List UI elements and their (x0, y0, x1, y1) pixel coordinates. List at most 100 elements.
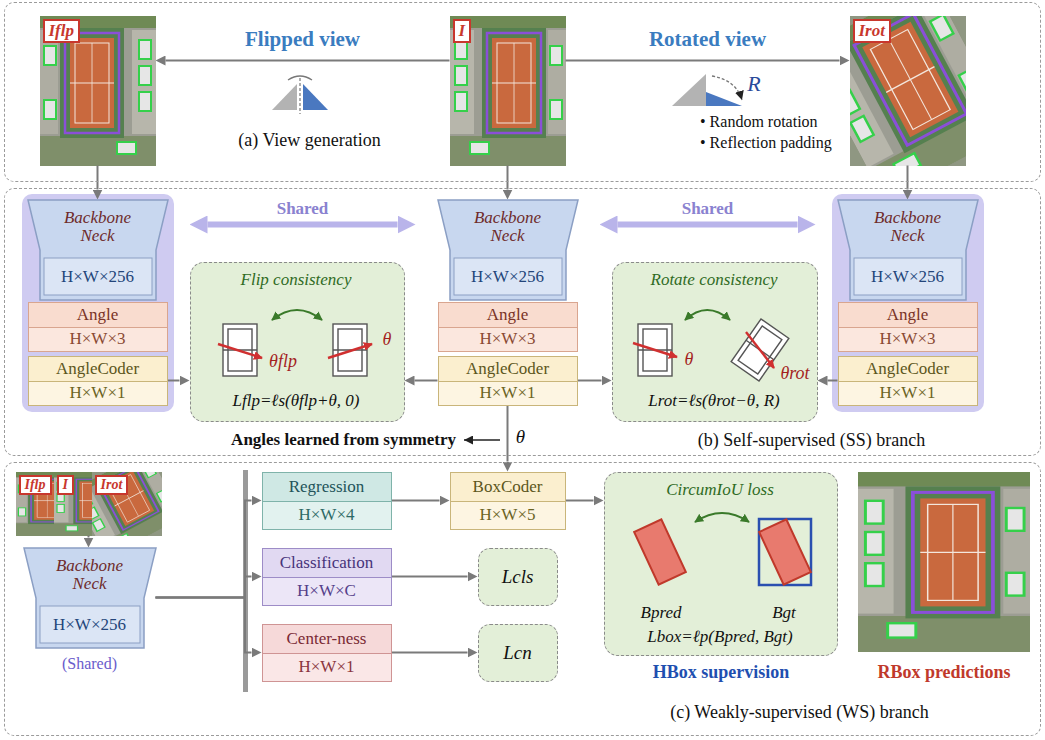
court-icon (223, 349, 257, 350)
backbone-outline (24, 548, 156, 648)
loss-formula: Lflp=ℓs(θflp+θ, 0) (232, 391, 359, 411)
box-shapes (634, 519, 686, 584)
image-tag: Irot (95, 475, 129, 496)
loss-name: Lcls (502, 566, 534, 588)
consistency-arrow (685, 310, 730, 320)
backbone-outline (838, 200, 978, 300)
box-title: Flip consistency (241, 270, 352, 290)
rotate-icon (672, 74, 706, 106)
image-frame: I (450, 16, 566, 166)
flow-arrow (88, 536, 90, 538)
note-text: • Reflection padding (700, 134, 832, 152)
symbol-label: Bgt (772, 603, 796, 623)
flip-icon (288, 76, 312, 80)
image-frame: Iflp (40, 16, 156, 166)
block-name: Backbone Neck (462, 200, 554, 255)
court-icon (333, 324, 367, 376)
block-name: AngleCoder (466, 357, 549, 381)
court-icon (638, 324, 672, 376)
flow-arrow (392, 652, 468, 654)
tensor-shape: H×W×1 (480, 381, 536, 405)
court-icon (746, 340, 774, 360)
feature-block: RegressionH×W×4 (262, 472, 392, 530)
backbone-outline (28, 200, 168, 300)
aerial-image (92, 472, 162, 536)
image-tag: Irot (853, 19, 891, 43)
angle-arrow (218, 344, 262, 358)
tensor-shape: H×W×3 (70, 327, 126, 351)
panel-caption: (a) View generation (238, 129, 381, 150)
flow-arrow (507, 166, 509, 190)
panel-region: (c) Weakly-supervised (WS) branchIflpIIr… (4, 462, 1041, 736)
tensor-shape: H×W×256 (871, 255, 944, 300)
flow-arrow (392, 500, 440, 502)
panel-region: (b) Self-supervised (SS) branch Backbone … (4, 188, 1041, 456)
image-tag: I (453, 19, 472, 43)
feature-block: AngleCoderH×W×1 (838, 356, 978, 406)
angle-arrow (746, 332, 774, 368)
flow-arrow (507, 406, 509, 462)
feature-block: AngleCoderH×W×1 (438, 356, 578, 406)
loss-box: Lcn (478, 624, 558, 682)
flip-icon (272, 76, 328, 114)
angle-arrow (633, 343, 677, 357)
symbol-label: Bpred (641, 603, 682, 623)
angle-arrow (328, 344, 372, 358)
box-shapes (759, 519, 811, 584)
flow-arrow (566, 500, 594, 502)
block-name: Center-ness (287, 625, 367, 653)
aerial-image (850, 16, 966, 166)
loss-formula: Lrot=ℓs(θrot−θ, R) (648, 391, 779, 411)
tensor-shape: H×W×3 (480, 327, 536, 351)
court-icon (223, 319, 789, 381)
feature-block: AngleH×W×3 (28, 302, 168, 352)
block-name: Classification (280, 549, 373, 577)
edge-label: Shared (682, 199, 734, 219)
box-shapes (634, 519, 686, 584)
edge-label: Flipped view (245, 26, 360, 51)
annotation-text: Angles learned from symmetry (231, 430, 456, 450)
loss-box: Lcls (478, 548, 558, 606)
flow-arrow (566, 60, 840, 62)
edge-label: Shared (277, 199, 329, 219)
panel-caption: (b) Self-supervised (SS) branch (698, 429, 925, 450)
consistency-arrow (272, 310, 749, 522)
flow-arrow (828, 380, 838, 382)
shared-highlight (22, 194, 984, 412)
share-note: (Shared) (62, 654, 117, 672)
aerial-image (40, 16, 156, 166)
aerial-image (858, 472, 1030, 652)
rotate-icon (672, 74, 742, 106)
court-icon (338, 329, 362, 371)
flip-icon (303, 84, 328, 110)
flow-arrow (156, 598, 252, 653)
backbone-block: Backbone NeckH×W×256(Shared) (24, 548, 156, 648)
image-tag: I (57, 475, 74, 496)
flow-arrow (156, 501, 252, 598)
court-icon (738, 326, 782, 374)
feature-block: AngleH×W×3 (838, 302, 978, 352)
tensor-shape: H×W×1 (299, 653, 355, 681)
flow-arrow (166, 60, 450, 62)
block-name: Backbone Neck (44, 548, 136, 603)
consistency-box: Rotate consistencyθθrotLrot=ℓs(θrot−θ, R… (612, 262, 818, 422)
panel-region: (a) View generation Iflp I Irot (4, 2, 1041, 182)
box-title: CircumIoU loss (666, 480, 774, 500)
flow-arrow (168, 380, 180, 382)
block-name: AngleCoder (866, 357, 949, 381)
rotate-icon (706, 92, 742, 106)
court-icon (638, 349, 672, 350)
consistency-arrow (695, 513, 749, 522)
tensor-shape: H×W×4 (299, 501, 355, 529)
symbol-label: θflp (269, 351, 297, 372)
flow-arrow (415, 380, 438, 382)
court-icon (223, 324, 257, 376)
aerial-image (16, 0, 1030, 652)
image-frame: Irot (92, 472, 162, 536)
feature-block: AngleCoderH×W×1 (28, 356, 168, 406)
block-name: BoxCoder (473, 473, 543, 501)
feature-block: BoxCoderH×W×5 (450, 472, 566, 530)
consistency-box: Flip consistencyθflpθLflp=ℓs(θflp+θ, 0) (190, 262, 405, 422)
panel-caption: (c) Weakly-supervised (WS) branch (670, 701, 929, 722)
loss-formula: Lbox=ℓp(Bpred, Bgt) (647, 627, 792, 647)
